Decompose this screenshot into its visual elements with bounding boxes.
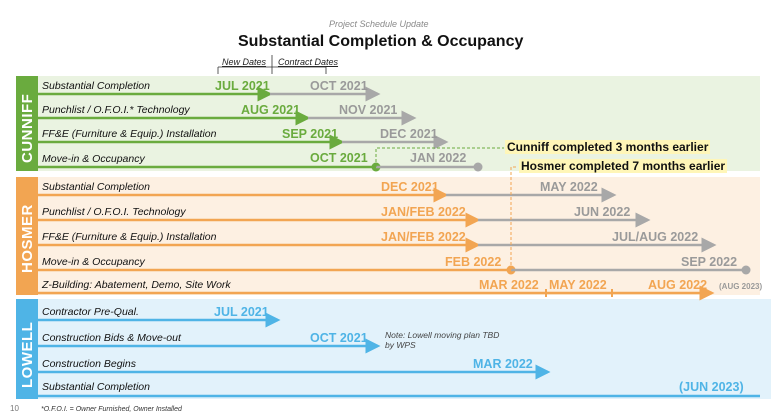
contract-date: JUL/AUG 2022 bbox=[612, 230, 699, 244]
new-date: AUG 2021 bbox=[241, 103, 301, 117]
cunniff-section-bg bbox=[16, 76, 760, 171]
contract-date: MAY 2022 bbox=[540, 180, 598, 194]
hosmer-callout: Hosmer completed 7 months earlier bbox=[519, 159, 728, 173]
new-date: (JUN 2023) bbox=[679, 380, 744, 394]
cunniff-arrows bbox=[38, 86, 483, 172]
new-date: JUL 2021 bbox=[215, 79, 270, 93]
cunniff-callout: Cunniff completed 3 months earlier bbox=[505, 140, 711, 154]
phase-date: MAR 2022 bbox=[479, 278, 539, 292]
row-label: Substantial Completion bbox=[42, 381, 150, 393]
new-date: OCT 2021 bbox=[310, 151, 368, 165]
row-label: Substantial Completion bbox=[42, 80, 150, 92]
phase-date: MAY 2022 bbox=[549, 278, 607, 292]
new-dates-header: New Dates bbox=[222, 57, 267, 67]
lowell-note: Note: Lowell moving plan TBD by WPS bbox=[385, 330, 500, 350]
new-date: OCT 2021 bbox=[310, 331, 368, 345]
lowell-band bbox=[16, 299, 38, 399]
contract-date: DEC 2021 bbox=[380, 127, 438, 141]
new-date: SEP 2021 bbox=[282, 127, 339, 141]
row-label: Punchlist / O.F.O.I. Technology bbox=[42, 206, 186, 218]
new-date: MAR 2022 bbox=[473, 357, 533, 371]
row-label: Contractor Pre-Qual. bbox=[42, 306, 139, 318]
hosmer-arrows bbox=[38, 187, 751, 301]
new-date: FEB 2022 bbox=[445, 255, 502, 269]
lowell-arrows bbox=[38, 312, 760, 398]
page-subtitle: Project Schedule Update bbox=[329, 19, 429, 29]
phase-date: AUG 2022 bbox=[648, 278, 708, 292]
new-date: JUL 2021 bbox=[214, 305, 269, 319]
row-label: FF&E (Furniture & Equip.) Installation bbox=[42, 128, 217, 140]
new-date: JAN/FEB 2022 bbox=[381, 205, 466, 219]
contract-dates-header: Contract Dates bbox=[278, 57, 339, 67]
row-label: Construction Bids & Move-out bbox=[42, 332, 181, 344]
hosmer-band bbox=[16, 177, 38, 295]
lowell-section-bg bbox=[16, 299, 771, 399]
footnote: *O.F.O.I. = Owner Furnished, Owner Insta… bbox=[41, 406, 182, 413]
contract-date: (AUG 2023) bbox=[719, 282, 763, 291]
new-date: JAN/FEB 2022 bbox=[381, 230, 466, 244]
contract-date: JAN 2022 bbox=[410, 151, 467, 165]
row-label: Move-in & Occupancy bbox=[42, 256, 145, 268]
row-label: Substantial Completion bbox=[42, 181, 150, 193]
contract-date: JUN 2022 bbox=[574, 205, 631, 219]
row-label: FF&E (Furniture & Equip.) Installation bbox=[42, 231, 217, 243]
new-date: DEC 2021 bbox=[381, 180, 439, 194]
contract-date: OCT 2021 bbox=[310, 79, 368, 93]
row-label: Construction Begins bbox=[42, 358, 136, 370]
page-number: 10 bbox=[10, 404, 19, 413]
row-label: Z-Building: Abatement, Demo, Site Work bbox=[42, 279, 231, 291]
contract-date: SEP 2022 bbox=[681, 255, 738, 269]
page-title: Substantial Completion & Occupancy bbox=[238, 33, 524, 50]
hosmer-section-bg bbox=[16, 177, 760, 295]
row-label: Punchlist / O.F.O.I.* Technology bbox=[42, 104, 190, 116]
contract-date: NOV 2021 bbox=[339, 103, 398, 117]
row-label: Move-in & Occupancy bbox=[42, 153, 145, 165]
cunniff-band bbox=[16, 76, 38, 171]
